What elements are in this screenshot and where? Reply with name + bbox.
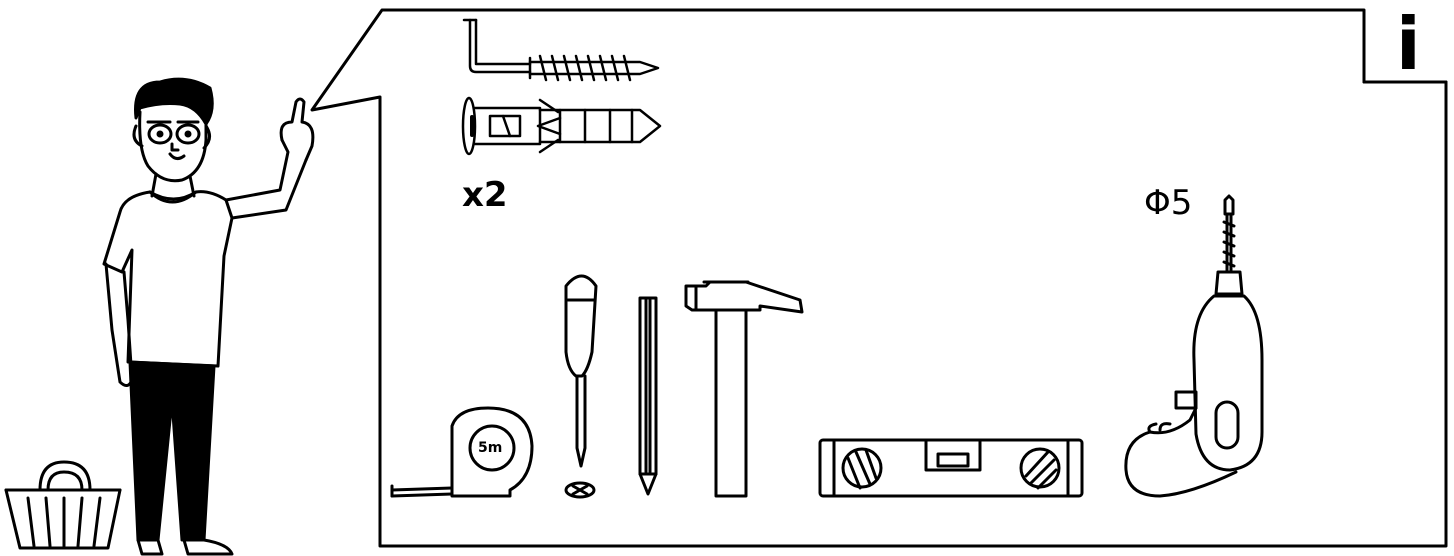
screwdriver-icon <box>566 276 596 497</box>
hair <box>136 79 213 124</box>
info-icon: i <box>1396 2 1421 86</box>
person-figure <box>104 79 313 554</box>
tape-measure-length-label: 5m <box>478 440 503 456</box>
basket-icon <box>6 462 120 548</box>
spirit-level-icon <box>820 440 1082 496</box>
wall-plug-icon <box>463 98 660 154</box>
drill-icon <box>1126 196 1262 496</box>
l-hook-screw-icon <box>464 20 658 80</box>
trousers <box>130 362 214 540</box>
drill-bit-size-label: Φ5 <box>1144 183 1193 223</box>
pencil-icon <box>640 298 656 494</box>
hammer-icon <box>686 282 802 496</box>
speech-bubble-panel <box>312 10 1446 546</box>
tape-measure-icon <box>392 408 532 496</box>
hardware-quantity-label: x2 <box>462 175 508 215</box>
